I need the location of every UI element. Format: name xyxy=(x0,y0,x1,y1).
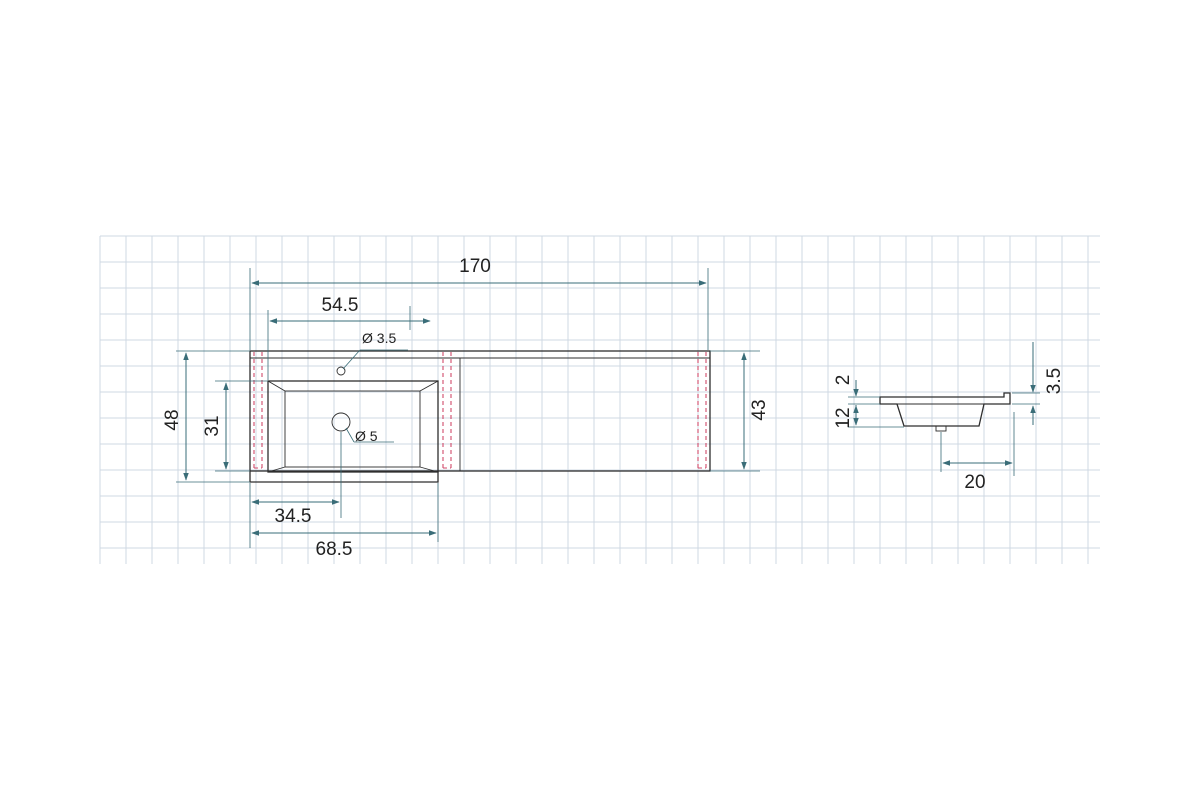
background-grid xyxy=(99,235,1100,564)
hidden-supports xyxy=(253,352,707,469)
faucet-hole xyxy=(336,366,346,376)
drain-hole xyxy=(331,412,351,432)
dim-total-depth: 48 xyxy=(162,409,183,430)
dim-faucet-hole: Ø 3.5 xyxy=(362,330,396,346)
dim-side-drain-offset: 20 xyxy=(964,472,985,493)
dim-bowl-depth: 31 xyxy=(202,415,223,436)
countertop-outline xyxy=(249,350,711,472)
dim-bowl-section-width: 68.5 xyxy=(316,539,353,560)
dim-backsplash-height: 3.5 xyxy=(1044,368,1065,394)
bowl-front-protrusion xyxy=(249,471,439,483)
side-drain-stub xyxy=(935,425,947,432)
bowl-inner xyxy=(284,390,421,468)
dim-rim-height: 2 xyxy=(833,375,854,386)
dim-basin-height: 12 xyxy=(833,407,854,428)
bowl-corner xyxy=(267,466,286,473)
bowl-corner xyxy=(419,466,439,473)
dim-drain-diameter: Ø 5 xyxy=(355,428,378,444)
bowl-outer xyxy=(267,380,439,473)
top-view: 170 54.5 Ø 3.5 Ø 5 48 31 43 34.5 xyxy=(162,256,770,560)
dim-drain-offset: 34.5 xyxy=(275,506,312,527)
side-view: 2 12 3.5 20 xyxy=(833,342,1065,493)
dim-overall-length: 170 xyxy=(459,256,491,277)
dim-faucet-offset: 54.5 xyxy=(322,295,359,316)
bowl-corner xyxy=(267,380,286,392)
bowl-corner xyxy=(419,380,439,392)
side-profile xyxy=(879,392,1011,427)
dim-counter-depth: 43 xyxy=(749,399,770,420)
